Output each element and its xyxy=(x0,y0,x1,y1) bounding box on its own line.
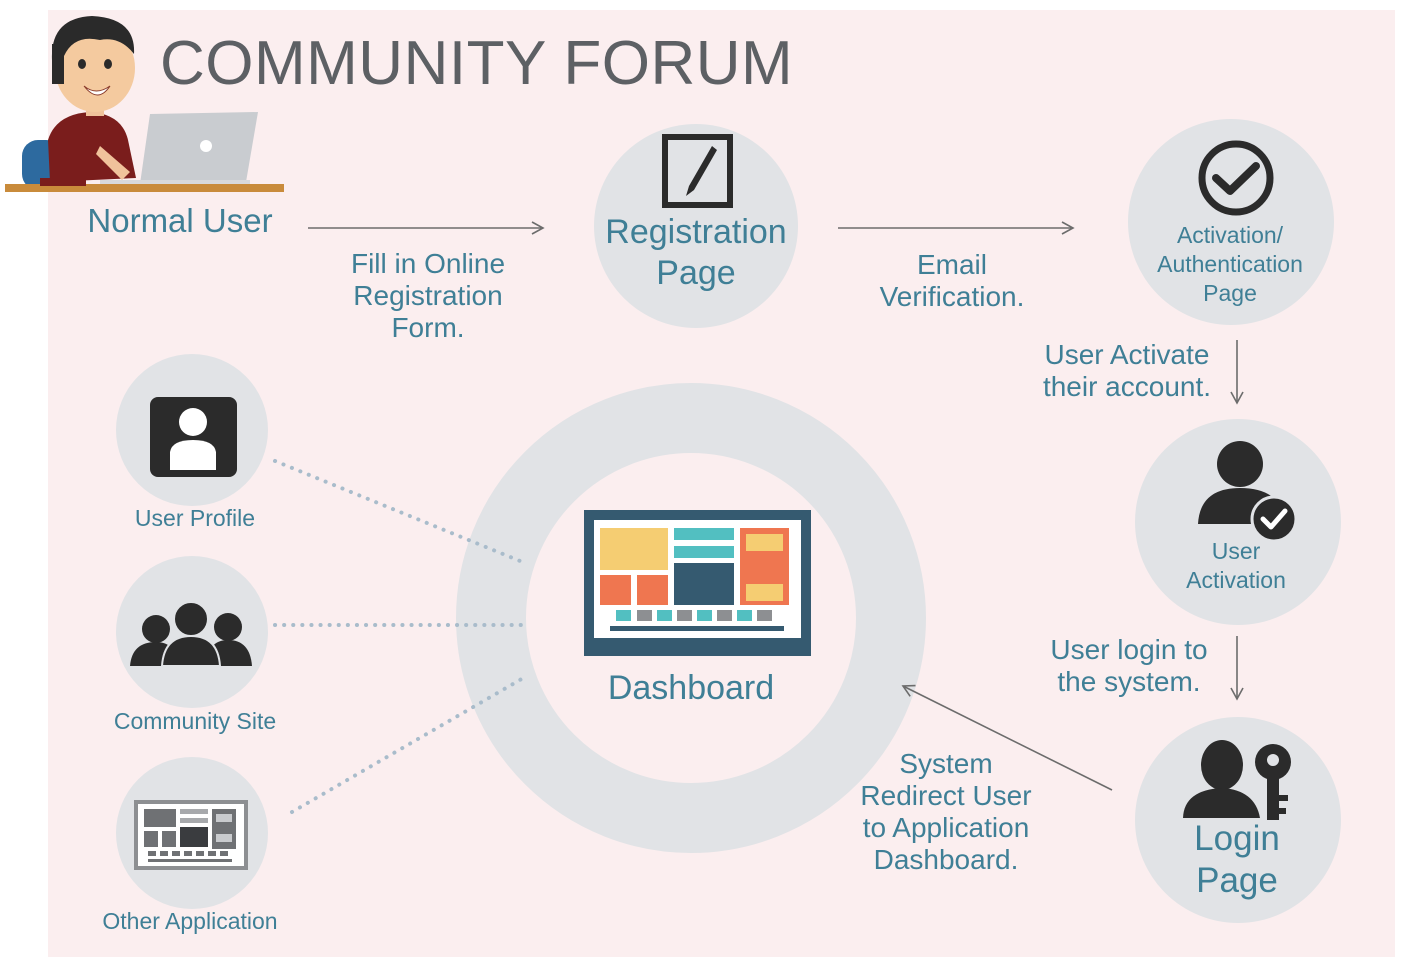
redirect-edge-label: System Redirect User to Application Dash… xyxy=(860,748,1032,875)
person-at-laptop-illustration xyxy=(5,16,284,192)
user-profile-icon xyxy=(150,397,237,477)
group-icon xyxy=(130,601,252,667)
activation-page-node[interactable] xyxy=(1128,119,1334,325)
registration-page-label: Registration Page xyxy=(605,213,787,292)
dashboard-label: Dashboard xyxy=(607,669,775,707)
dashboard-ring xyxy=(456,383,926,853)
community-site-label: Community Site xyxy=(113,708,277,734)
checkmark-circle-icon xyxy=(1198,140,1274,216)
user-login-edge-label: User login to the system. xyxy=(1050,634,1208,697)
user-check-icon xyxy=(1198,441,1298,543)
user-profile-label: User Profile xyxy=(134,505,256,531)
connector-other-application xyxy=(290,675,527,814)
user-activation-label: User Activation xyxy=(1186,538,1286,593)
edit-pencil-icon xyxy=(662,134,733,208)
email-verification-edge-label: Email Verification. xyxy=(879,249,1025,312)
activation-page-label: Activation/ Authentication Page xyxy=(1157,222,1303,306)
application-window-icon xyxy=(134,800,248,870)
connector-user-profile xyxy=(273,459,527,565)
dashboard-screen-icon xyxy=(584,510,811,656)
other-application-label: Other Application xyxy=(102,908,278,934)
normal-user-label: Normal User xyxy=(87,202,273,239)
registration-page-node[interactable] xyxy=(594,124,798,328)
login-page-label: Login Page xyxy=(1194,819,1280,900)
arrow-login-to-dashboard xyxy=(901,684,1113,791)
page-title: COMMUNITY FORUM xyxy=(160,29,794,98)
user-activate-edge-label: User Activate their account. xyxy=(1042,339,1212,402)
user-key-icon xyxy=(1183,740,1291,820)
fill-form-edge-label: Fill in Online Registration Form. xyxy=(350,248,506,343)
